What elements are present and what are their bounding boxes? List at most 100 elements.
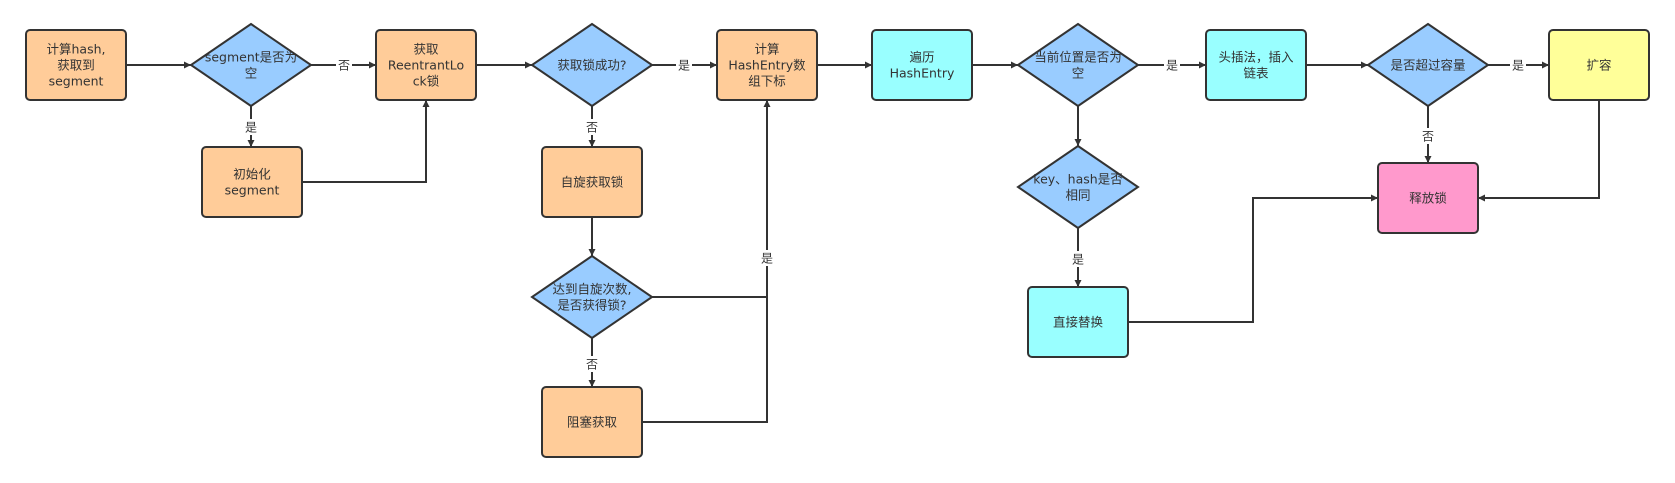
node-spin-limit: 达到自旋次数,是否获得锁? <box>530 254 654 340</box>
process-box <box>541 386 643 458</box>
edge-label-bg <box>584 356 600 372</box>
node-label-line: 遍历 <box>909 50 934 65</box>
edge-label-segment-empty-no: 否 <box>338 59 350 73</box>
process-box <box>1027 286 1129 358</box>
node-label-line: HashEntry <box>890 66 955 81</box>
node-label-line: 获取锁成功? <box>557 58 626 73</box>
edge-label-spin-limit-yes: 是 <box>761 252 773 266</box>
node-label-line: ck锁 <box>413 74 440 89</box>
edge-init-to-get-lock <box>302 100 430 183</box>
node-label-line: segment <box>225 183 280 198</box>
node-label-line: 初始化 <box>233 167 271 182</box>
edge-label-bg <box>759 250 775 266</box>
node-label-line: 扩容 <box>1586 58 1611 73</box>
node-label-line: 组下标 <box>748 74 786 89</box>
edge-label-bg <box>336 57 352 73</box>
node-label-line: key、hash是否 <box>1033 172 1122 187</box>
node-replace: 直接替换 <box>1027 286 1129 358</box>
decision-diamond <box>1366 22 1490 108</box>
node-label: 达到自旋次数,是否获得锁? <box>553 282 632 313</box>
node-label-line: 是否获得锁? <box>557 298 626 313</box>
node-label-line: 空 <box>1072 66 1085 81</box>
edge-label-bg <box>584 119 600 135</box>
edge-label-over-capacity-no: 否 <box>1422 130 1434 144</box>
node-label-line: 获取 <box>413 42 439 57</box>
node-label: 阻塞获取 <box>567 415 618 430</box>
node-label-line: 直接替换 <box>1053 315 1104 330</box>
node-label-line: HashEntry数 <box>728 58 806 73</box>
process-box <box>871 29 973 101</box>
node-label-line: 自旋获取锁 <box>561 175 624 190</box>
edge-label-bg <box>1420 128 1436 144</box>
node-block-acquire: 阻塞获取 <box>541 386 643 458</box>
node-label: 扩容 <box>1586 58 1611 73</box>
edge-label-segment-empty-yes: 是 <box>245 121 257 135</box>
edge-label-lock-success-no: 否 <box>586 121 598 135</box>
node-label-line: 相同 <box>1065 188 1090 203</box>
node-label-line: 是否超过容量 <box>1390 58 1465 73</box>
edge-label-bg <box>1510 57 1526 73</box>
node-release-lock: 释放锁 <box>1377 162 1479 234</box>
edge-label-bg <box>676 57 692 73</box>
node-label-line: 空 <box>245 66 258 81</box>
edge-label-pos-empty-yes: 是 <box>1166 59 1178 73</box>
decision-diamond <box>530 254 654 340</box>
node-label-line: 计算 <box>754 42 779 57</box>
edge-label-lock-success-yes: 是 <box>678 59 690 73</box>
edge-label-spin-limit-no: 否 <box>586 358 598 372</box>
process-box <box>1548 29 1650 101</box>
node-label-line: 释放锁 <box>1409 191 1447 206</box>
process-box <box>541 146 643 218</box>
node-lock-success: 获取锁成功? <box>530 22 654 108</box>
node-label: 头插法，插入链表 <box>1218 50 1294 81</box>
node-label: 当前位置是否为空 <box>1034 50 1122 81</box>
node-label: 自旋获取锁 <box>561 175 624 190</box>
edge-label-bg <box>243 119 259 135</box>
node-pos-empty: 当前位置是否为空 <box>1016 22 1140 108</box>
node-label: segment是否为空 <box>205 50 297 81</box>
node-over-capacity: 是否超过容量 <box>1366 22 1490 108</box>
node-key-same: key、hash是否相同 <box>1016 144 1140 230</box>
node-expand: 扩容 <box>1548 29 1650 101</box>
decision-diamond <box>189 22 313 108</box>
node-label-line: segment <box>49 74 104 89</box>
node-label-line: 阻塞获取 <box>567 415 618 430</box>
edge-label-over-capacity-yes: 是 <box>1512 59 1524 73</box>
process-box <box>1377 162 1479 234</box>
edge-label-bg <box>1164 57 1180 73</box>
decision-diamond <box>1016 144 1140 230</box>
node-label: 直接替换 <box>1053 315 1104 330</box>
edges <box>126 61 1600 423</box>
node-label-line: 计算hash, <box>47 42 106 57</box>
node-label-line: 当前位置是否为 <box>1034 50 1122 65</box>
node-label: key、hash是否相同 <box>1033 172 1122 203</box>
node-spin-lock: 自旋获取锁 <box>541 146 643 218</box>
decision-diamond <box>530 22 654 108</box>
process-box <box>716 29 818 101</box>
node-label-line: ReentrantLo <box>388 58 464 73</box>
edge-label-bg <box>1070 251 1086 267</box>
node-head-insert: 头插法，插入链表 <box>1205 29 1307 101</box>
process-box <box>25 29 127 101</box>
node-label-line: 链表 <box>1243 66 1269 81</box>
edge-label-key-same-yes: 是 <box>1072 253 1084 267</box>
node-label-line: 头插法，插入 <box>1218 50 1294 65</box>
node-label-line: 获取到 <box>57 58 95 73</box>
decision-diamond <box>1016 22 1140 108</box>
node-label: 是否超过容量 <box>1390 58 1465 73</box>
process-box <box>201 146 303 218</box>
node-label-line: 达到自旋次数, <box>553 282 632 297</box>
process-box <box>375 29 477 101</box>
